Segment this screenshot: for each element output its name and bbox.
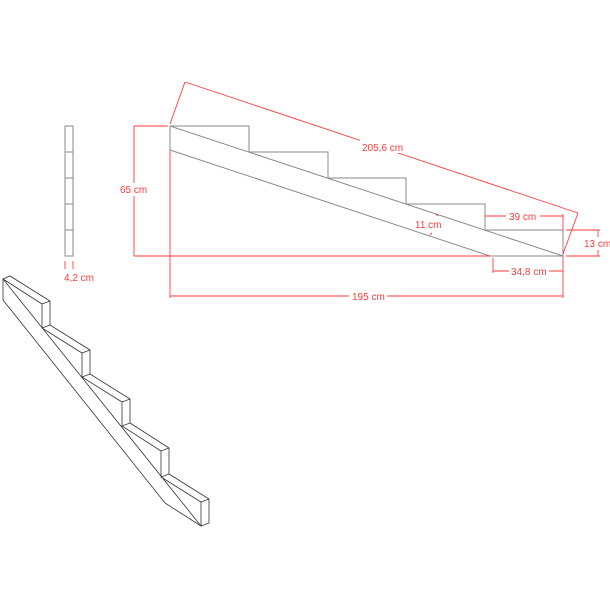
thickness-label: 4,2 cm	[64, 273, 94, 284]
diagonal-label: 205,6 cm	[362, 143, 403, 154]
dimension-lines: 65 cm 195 cm 205,6 cm 39 cm 13 cm 34,8 c…	[118, 81, 610, 303]
bottom-cut-label: 34,8 cm	[511, 267, 547, 278]
riser-label: 13 cm	[584, 239, 610, 250]
edge-view: 4,2 cm	[64, 125, 94, 284]
tread-label: 39 cm	[509, 212, 536, 223]
side-view	[169, 125, 564, 257]
isometric-view	[2, 275, 210, 527]
depth-label: 11 cm	[415, 220, 442, 231]
height-label: 65 cm	[120, 185, 147, 196]
length-label: 195 cm	[352, 292, 385, 303]
